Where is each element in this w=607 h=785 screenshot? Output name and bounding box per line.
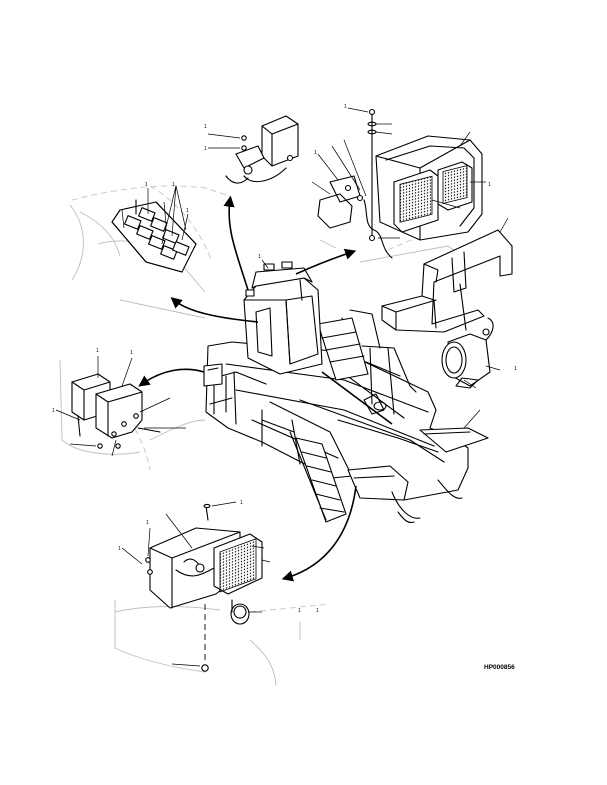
callout-mark: 1 — [130, 350, 133, 356]
rocker-switch-row — [124, 207, 190, 260]
arrow-to-front-light — [295, 248, 357, 275]
front-stairs — [289, 431, 347, 523]
arrow-to-bottom-light — [281, 485, 357, 582]
rear-cab-light-assembly — [225, 115, 299, 184]
front-work-light-assembly — [317, 108, 483, 259]
operator-cab — [243, 261, 323, 375]
callout-mark: 1 — [258, 254, 261, 260]
callout-mark: 1 — [146, 520, 149, 526]
ghost-outline-bottom-rear — [114, 600, 331, 687]
bottom-tail-light-assembly — [145, 503, 263, 672]
callout-mark: 1 — [118, 546, 121, 552]
switch-panel-assembly — [111, 199, 197, 273]
arrow-to-left-light — [138, 368, 205, 387]
callout-mark: 1 — [172, 182, 175, 188]
callout-marks: 1 1 1 1 1 1 1 1 1 1 1 1 1 1 1 1 1 1 — [52, 104, 517, 614]
callout-mark: 1 — [204, 146, 207, 152]
callout-mark: 1 — [52, 408, 55, 414]
cab-guard-frame — [381, 229, 513, 333]
callout-mark: 1 — [344, 104, 347, 110]
callout-mark: 1 — [96, 348, 99, 354]
figure-code: HP000856 — [484, 664, 515, 671]
callout-mark: 1 — [316, 608, 319, 614]
handrails — [205, 309, 417, 465]
callout-mark: 1 — [186, 208, 189, 214]
indicator-arrows — [138, 195, 357, 582]
callout-mark: 1 — [488, 182, 491, 188]
callout-mark: 1 — [204, 124, 207, 130]
callout-mark: 1 — [145, 182, 148, 188]
side-stairs — [317, 317, 369, 381]
callout-mark: 1 — [314, 150, 317, 156]
callout-mark: 1 — [514, 366, 517, 372]
callout-mark: 1 — [298, 608, 301, 614]
machine-frame — [205, 341, 489, 524]
callout-mark: 1 — [240, 500, 243, 506]
arrow-to-rear-light — [223, 195, 249, 291]
leader-lines — [55, 107, 509, 667]
rear-block — [203, 363, 223, 387]
arrow-to-switch-panel — [170, 297, 259, 323]
left-rear-light-bracket — [71, 373, 161, 449]
round-work-light — [441, 317, 494, 389]
